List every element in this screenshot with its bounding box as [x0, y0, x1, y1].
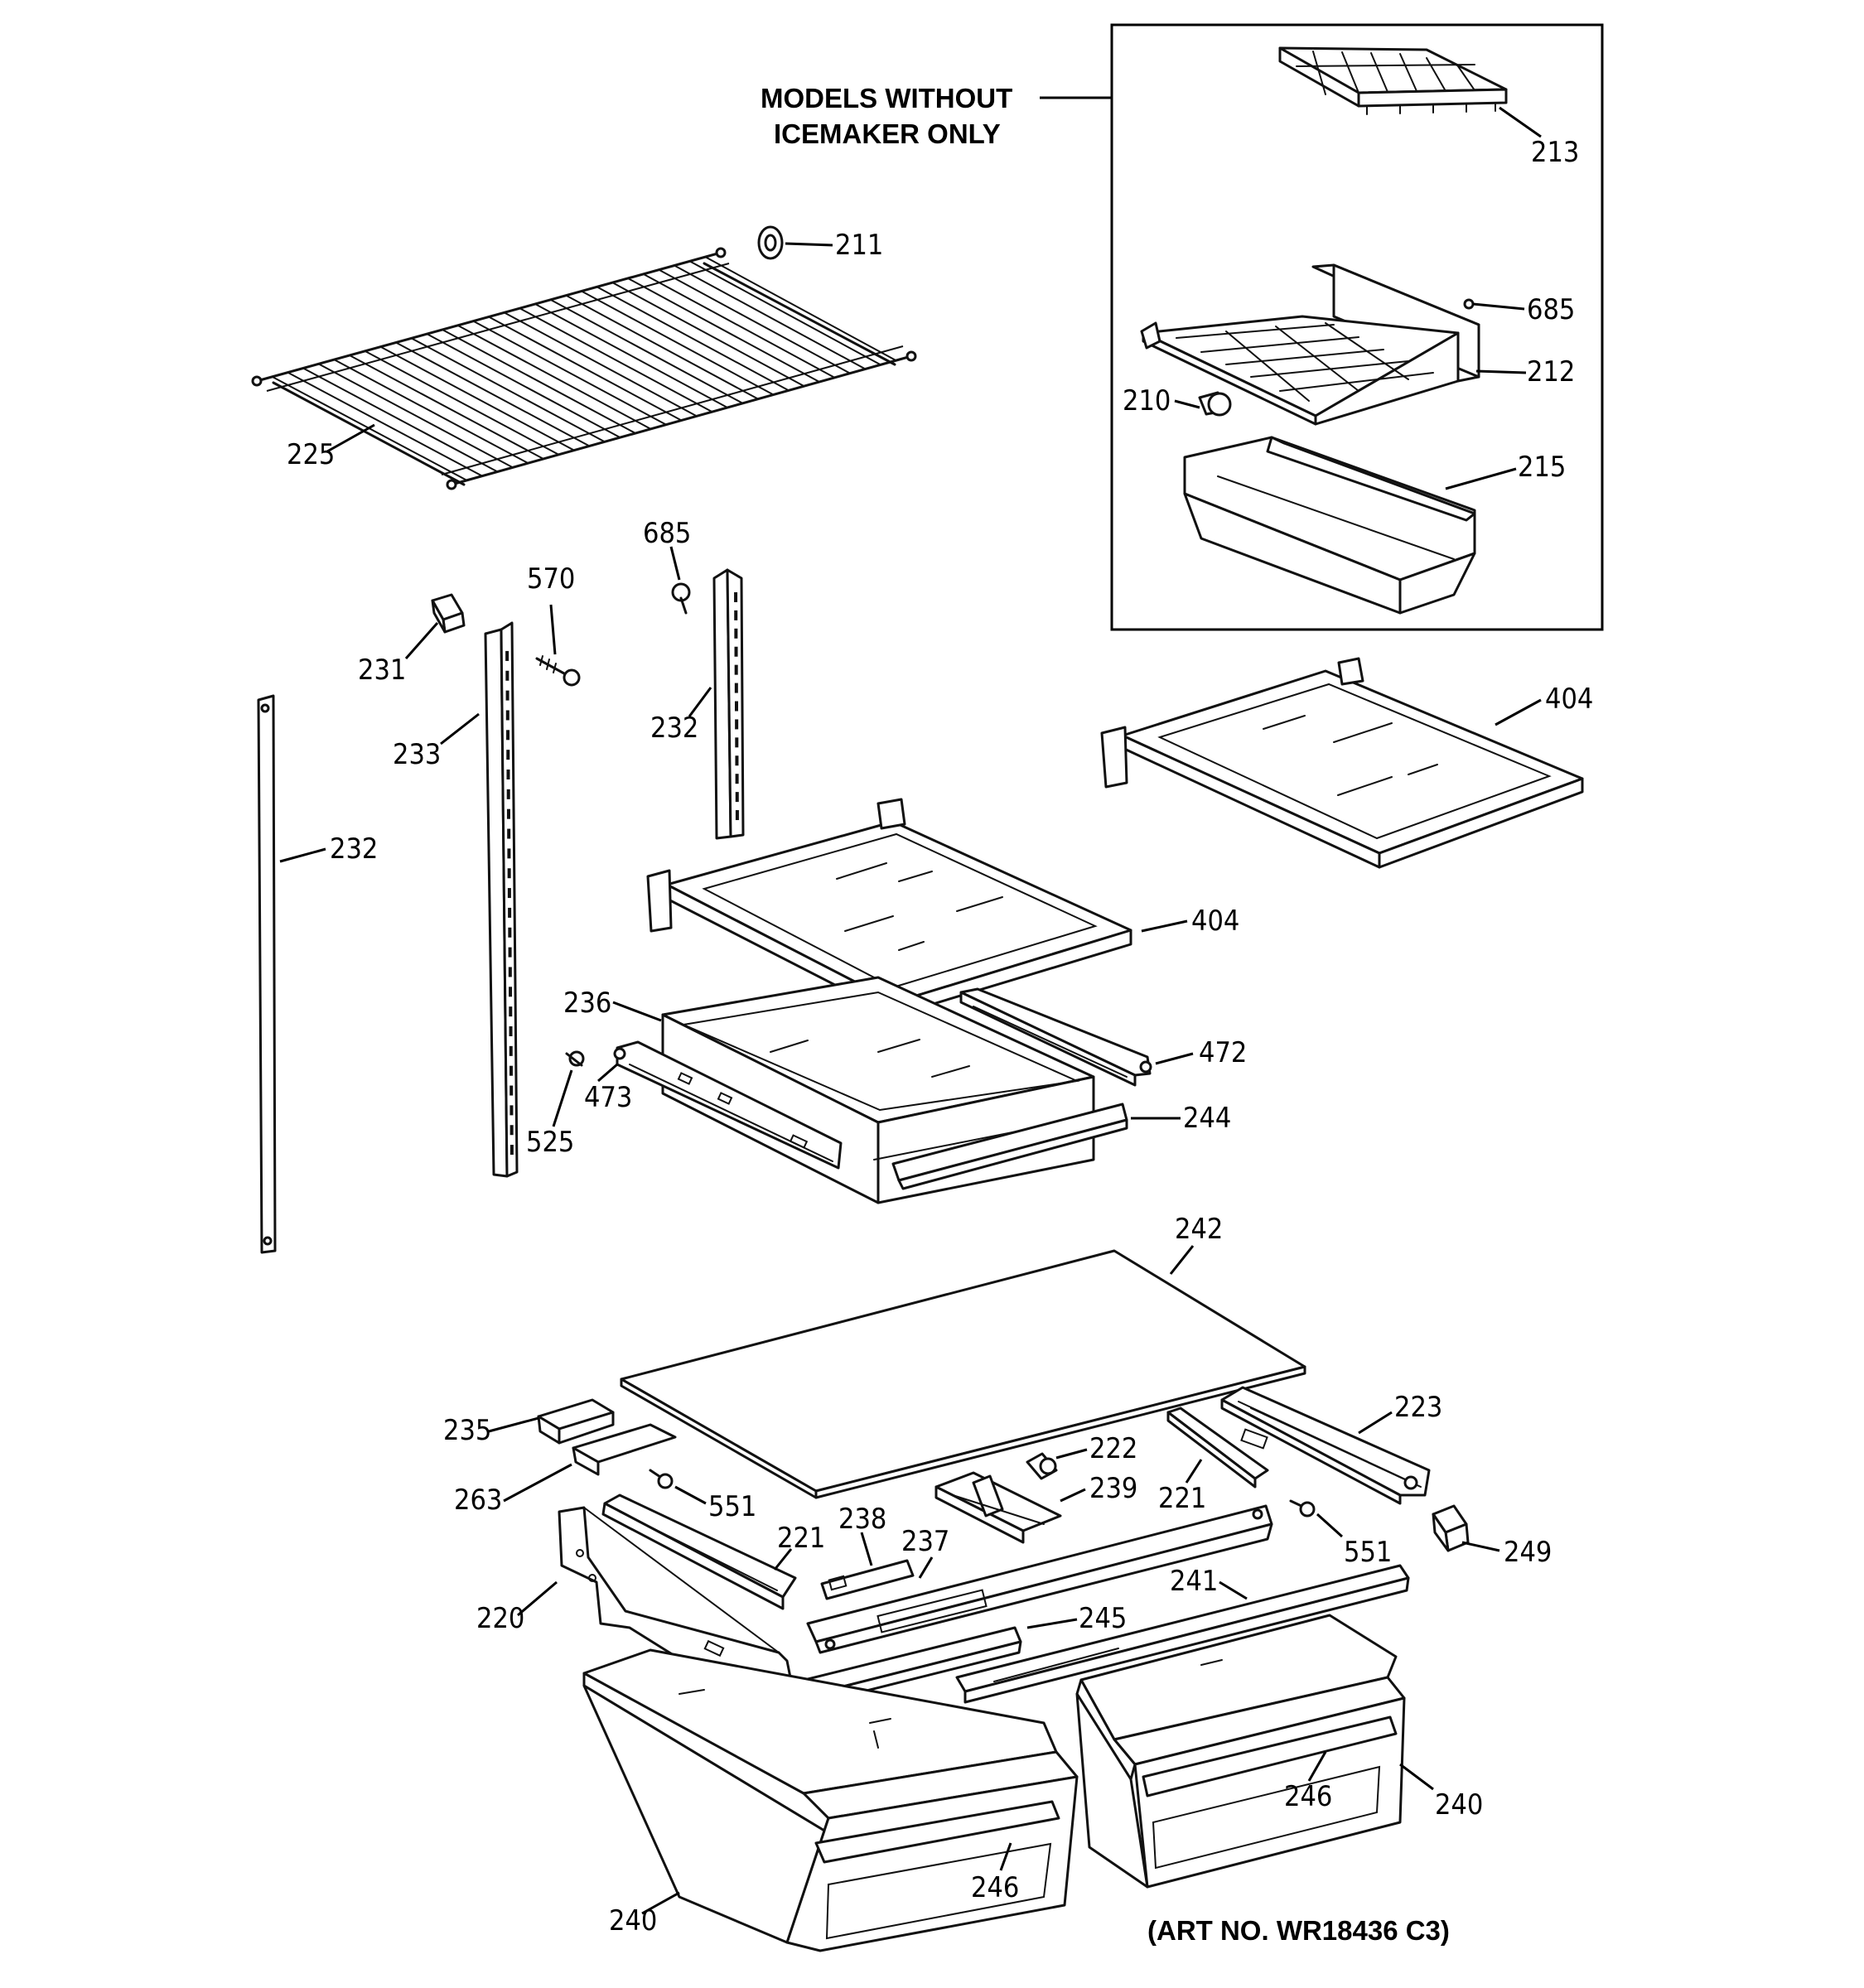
- label-231: 231: [358, 654, 406, 687]
- label-233: 233: [393, 738, 441, 771]
- part-244-drawer-front: [891, 1103, 1128, 1190]
- label-685b: 685: [643, 517, 691, 550]
- label-240b: 240: [1435, 1788, 1483, 1822]
- part-473-drawer-slide-left: [613, 1040, 843, 1170]
- part-213-ice-tray: [1278, 46, 1508, 115]
- part-240-crisper-pan-left: [582, 1648, 1079, 1952]
- part-238-control-label: [820, 1559, 915, 1600]
- part-240-crisper-pan-right: [1075, 1614, 1406, 1889]
- label-232b: 232: [650, 712, 698, 745]
- part-404-glass-shelf-center: [646, 798, 1132, 1017]
- label-237: 237: [901, 1525, 949, 1558]
- label-241: 241: [1170, 1565, 1218, 1598]
- label-685a: 685: [1527, 293, 1575, 326]
- label-235: 235: [443, 1414, 491, 1447]
- note-models-without: MODELS WITHOUT: [761, 83, 1012, 113]
- part-551-screw-right: [1289, 1499, 1316, 1518]
- part-525-screw: [565, 1050, 585, 1067]
- part-472-drawer-slide-right: [959, 987, 1152, 1087]
- label-232a: 232: [330, 832, 378, 866]
- art-number: (ART NO. WR18436 C3): [1147, 1915, 1450, 1946]
- part-241-trim: [955, 1564, 1410, 1704]
- label-221a: 221: [777, 1522, 825, 1555]
- part-215-ice-bin: [1183, 436, 1476, 615]
- label-213: 213: [1531, 136, 1579, 169]
- label-236: 236: [563, 987, 611, 1020]
- label-238: 238: [838, 1503, 886, 1536]
- label-211: 211: [835, 229, 883, 262]
- label-249: 249: [1504, 1536, 1552, 1569]
- label-222: 222: [1089, 1432, 1137, 1465]
- label-245: 245: [1079, 1602, 1127, 1635]
- label-225: 225: [287, 438, 335, 471]
- part-212-ice-bin-support: [1140, 263, 1480, 426]
- label-473: 473: [584, 1081, 632, 1114]
- part-404-glass-shelf-upper: [1100, 657, 1584, 869]
- part-223-rail-right: [1220, 1386, 1431, 1505]
- part-232-right-rail: [712, 568, 745, 840]
- label-246b: 246: [1284, 1780, 1332, 1813]
- label-404b: 404: [1191, 905, 1239, 938]
- label-472: 472: [1199, 1036, 1247, 1069]
- part-225-wire-shelf: [251, 247, 917, 490]
- label-223: 223: [1394, 1391, 1442, 1424]
- part-221-rail-center: [1166, 1407, 1269, 1489]
- part-263-trim: [572, 1423, 677, 1476]
- part-242-crisper-cover-glass: [620, 1249, 1306, 1499]
- label-242: 242: [1175, 1213, 1223, 1246]
- part-232-left-rail: [257, 694, 277, 1254]
- part-685-screw: [671, 582, 691, 615]
- label-210: 210: [1123, 384, 1171, 417]
- label-246a: 246: [971, 1871, 1019, 1904]
- part-570-screw: [535, 655, 581, 687]
- part-221-rail-left: [601, 1493, 797, 1610]
- label-240a: 240: [609, 1904, 657, 1937]
- part-235-bracket: [537, 1398, 615, 1445]
- label-551b: 551: [1344, 1536, 1392, 1569]
- label-244: 244: [1183, 1102, 1231, 1135]
- label-239: 239: [1089, 1472, 1137, 1505]
- part-237-cover: [806, 1504, 1273, 1654]
- label-525: 525: [526, 1126, 574, 1159]
- label-212: 212: [1527, 355, 1575, 388]
- part-249-switch: [1432, 1504, 1470, 1552]
- label-263: 263: [454, 1484, 502, 1517]
- part-239-slide-bracket: [934, 1471, 1062, 1544]
- note-icemaker-only: ICEMAKER ONLY: [774, 118, 1001, 149]
- label-570: 570: [527, 562, 575, 596]
- label-215: 215: [1518, 451, 1566, 484]
- part-231-cap: [431, 593, 466, 634]
- label-551a: 551: [708, 1490, 756, 1523]
- label-220: 220: [476, 1602, 524, 1635]
- label-404a: 404: [1545, 683, 1593, 716]
- part-551-screw-left: [649, 1469, 674, 1489]
- part-210-clip: [1198, 391, 1232, 417]
- label-221b: 221: [1158, 1482, 1206, 1515]
- part-222-pin: [1026, 1452, 1058, 1480]
- icemaker-inset-box: [1110, 23, 1604, 631]
- part-211-plug: [757, 225, 784, 260]
- part-233-center-rail: [484, 621, 519, 1178]
